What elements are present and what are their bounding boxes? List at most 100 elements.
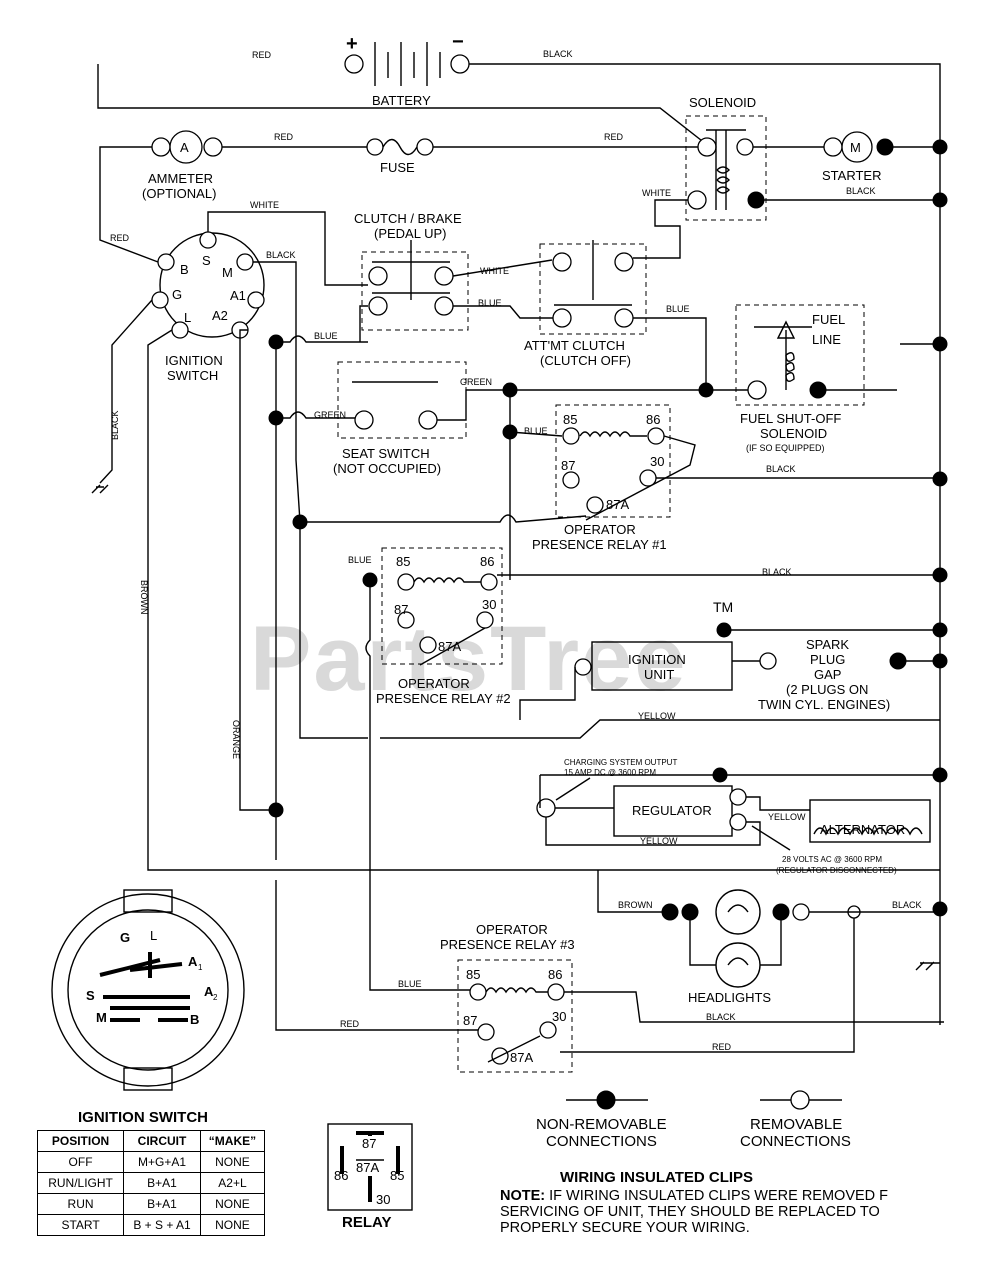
ignition-table-title: IGNITION SWITCH — [78, 1109, 208, 1126]
fuel-solenoid-label: FUEL SHUT-OFF — [740, 411, 841, 426]
wire-label-black-relay2: BLACK — [762, 567, 792, 577]
relay-2: 85 86 87 30 87A OPERATOR PRESENCE RELAY … — [376, 547, 511, 706]
regulator: REGULATOR — [536, 785, 747, 837]
table-cell: B + S + A1 — [123, 1214, 201, 1236]
wire-label-yellow-alt: YELLOW — [768, 812, 806, 822]
face-b: B — [190, 1012, 199, 1027]
attm-clutch-label-2: (CLUTCH OFF) — [540, 353, 631, 368]
relay1-87a: 87A — [606, 497, 629, 512]
legend-non-removable-2: CONNECTIONS — [546, 1133, 657, 1150]
wire-label-green-seat: GREEN — [314, 410, 346, 420]
table-row: RUN/LIGHT B+A1 A2+L — [36, 1172, 266, 1194]
relay1-label: OPERATOR — [564, 522, 636, 537]
relay1-label-2: PRESENCE RELAY #1 — [532, 537, 667, 552]
table-cell: NONE — [199, 1193, 266, 1215]
relay2-86: 86 — [480, 554, 494, 569]
spark-plug: SPARK PLUG GAP (2 PLUGS ON TWIN CYL. ENG… — [758, 637, 940, 712]
solenoid: SOLENOID — [685, 95, 767, 221]
note-line-1: IF WIRING INSULATED CLIPS WERE REMOVED F — [545, 1188, 889, 1204]
spark-plug-label-2: PLUG — [810, 652, 845, 667]
wire-label-black-top: BLACK — [543, 49, 573, 59]
wire-label-white-solenoid: WHITE — [642, 188, 671, 198]
table-cell: RUN/LIGHT — [36, 1172, 125, 1194]
table-cell: NONE — [199, 1214, 266, 1236]
wire-label-blue-attm: BLUE — [666, 304, 690, 314]
face-m: M — [96, 1010, 107, 1025]
relay-legend-86: 86 — [334, 1168, 348, 1183]
wire-label-black-relay1: BLACK — [766, 464, 796, 474]
relay-1: 85 86 87 30 87A OPERATOR PRESENCE RELAY … — [532, 404, 696, 552]
legend-removable: REMOVABLE — [750, 1116, 842, 1133]
ammeter-symbol: A — [180, 140, 189, 155]
legend-removable-2: CONNECTIONS — [740, 1133, 851, 1150]
table-cell: START — [36, 1214, 125, 1236]
clutch-brake-switch: CLUTCH / BRAKE (PEDAL UP) — [354, 211, 469, 331]
ignition-switch-table: POSITION CIRCUIT “MAKE” OFF M+G+A1 NONE … — [36, 1130, 266, 1236]
wire-label-red-relay3: RED — [712, 1042, 732, 1052]
ign-switch-label-2: SWITCH — [167, 368, 218, 383]
relay3-30: 30 — [552, 1009, 566, 1024]
table-row: RUN B+A1 NONE — [36, 1193, 266, 1215]
connection-legend: NON-REMOVABLE CONNECTIONS REMOVABLE CONN… — [536, 1090, 851, 1150]
clutch-brake-label-2: (PEDAL UP) — [374, 226, 446, 241]
table-cell: A2+L — [199, 1172, 266, 1194]
charging-label: CHARGING SYSTEM OUTPUT — [564, 758, 677, 767]
relay-legend-label: RELAY — [342, 1214, 391, 1231]
relay-legend-30: 30 — [376, 1192, 390, 1207]
legend-non-removable: NON-REMOVABLE — [536, 1116, 667, 1133]
table-row: START B + S + A1 NONE — [36, 1214, 266, 1236]
ammeter-optional: (OPTIONAL) — [142, 186, 216, 201]
seat-switch-label: SEAT SWITCH — [342, 446, 430, 461]
table-header: “MAKE” — [199, 1130, 266, 1152]
relay2-label-2: PRESENCE RELAY #2 — [376, 691, 511, 706]
wire-label-blue-left: BLUE — [314, 331, 338, 341]
starter-symbol: M — [850, 140, 861, 155]
headlights-label: HEADLIGHTS — [688, 990, 771, 1005]
spark-plug-label-5: TWIN CYL. ENGINES) — [758, 697, 890, 712]
charging-label-2: 15 AMP DC @ 3600 RPM — [564, 768, 656, 777]
ammeter-label: AMMETER — [148, 171, 213, 186]
face-a2: A — [204, 984, 214, 999]
battery: + − BATTERY — [344, 31, 470, 108]
relay3-label: OPERATOR — [476, 922, 548, 937]
table-cell: B+A1 — [123, 1172, 201, 1194]
relay3-86: 86 — [548, 967, 562, 982]
wire-label-red-ammeter: RED — [274, 132, 294, 142]
battery-plus: + — [346, 33, 358, 55]
starter: M STARTER — [822, 131, 894, 183]
wire-label-yellow-top: YELLOW — [638, 711, 676, 721]
wire-label-blue-relay1: BLUE — [524, 426, 548, 436]
ignition-switch-face: G L A 1 A 2 S M B — [51, 889, 245, 1091]
regulator-label: REGULATOR — [632, 803, 712, 818]
face-a2-sub: 2 — [213, 993, 218, 1002]
relay1-87: 87 — [561, 458, 575, 473]
note-label: NOTE: — [500, 1188, 546, 1204]
relay1-30: 30 — [650, 454, 664, 469]
attm-clutch-label: ATT'MT CLUTCH — [524, 338, 625, 353]
relay-3: 85 86 87 30 87A OPERATOR PRESENCE RELAY … — [440, 922, 575, 1073]
relay3-label-2: PRESENCE RELAY #3 — [440, 937, 575, 952]
seat-switch: SEAT SWITCH (NOT OCCUPIED) — [333, 361, 467, 476]
ign-terminal-g: G — [172, 287, 182, 302]
spark-plug-label-4: (2 PLUGS ON — [786, 682, 868, 697]
table-row: OFF M+G+A1 NONE — [36, 1151, 266, 1173]
relay-legend-87: 87 — [362, 1136, 376, 1151]
relay2-87a: 87A — [438, 639, 461, 654]
wire-label-yellow-bottom: YELLOW — [640, 836, 678, 846]
wire-label-orange: ORANGE — [231, 720, 241, 759]
table-cell: OFF — [36, 1151, 125, 1173]
battery-minus: − — [452, 31, 464, 53]
ign-terminal-l: L — [184, 310, 191, 325]
relay3-87: 87 — [463, 1013, 477, 1028]
wire-label-white-clutch: WHITE — [480, 266, 509, 276]
wire-label-black-starter: BLACK — [846, 186, 876, 196]
fuel-solenoid: FUEL LINE FUEL SHUT-OFF SOLENOID (IF SO … — [735, 304, 865, 453]
clips-note: NOTE: IF WIRING INSULATED CLIPS WERE REM… — [500, 1188, 970, 1236]
solenoid-label: SOLENOID — [689, 95, 756, 110]
spark-plug-label: SPARK — [806, 637, 849, 652]
relay2-85: 85 — [396, 554, 410, 569]
table-cell: M+G+A1 — [123, 1151, 201, 1173]
ignition-unit: IGNITION UNIT — [574, 641, 777, 691]
spark-plug-label-3: GAP — [814, 667, 841, 682]
